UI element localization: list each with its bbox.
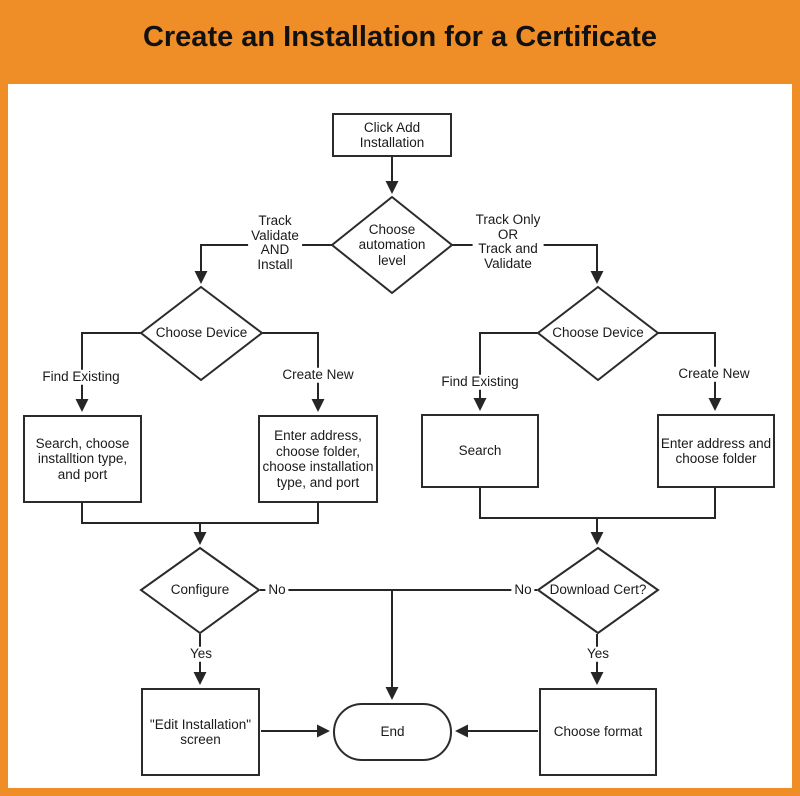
edge-device-left-find (75, 332, 142, 412)
edge-device-right-find (473, 332, 539, 411)
edge-label-yes-left: Yes (186, 646, 216, 662)
node-download-cert-label: Download Cert? (549, 582, 647, 598)
node-enter-address-folder: Enter address and choose folder (657, 414, 775, 488)
edge-label-yes-right: Yes (583, 646, 613, 662)
edge-label-find-existing-right: Find Existing (438, 374, 522, 390)
diamond-choose-automation-level (330, 195, 454, 295)
diamond-download-cert (536, 546, 660, 635)
edge-device-right-create (657, 332, 722, 411)
edge-label-create-new-left: Create New (279, 367, 357, 383)
edge-right-merge (479, 488, 716, 519)
node-choose-device-right-label: Choose Device (552, 325, 644, 341)
edge-label-find-existing-left: Find Existing (39, 369, 123, 385)
edge-label-create-new-right: Create New (675, 366, 753, 382)
edge-left-merge (81, 503, 319, 524)
node-configure-label: Configure (170, 582, 230, 598)
page-title: Create an Installation for a Certificate (142, 21, 658, 53)
edge-label-track-only-or-validate: Track Only OR Track and Validate (472, 212, 544, 271)
node-edit-installation-screen: "Edit Installation" screen (141, 688, 260, 776)
edge-label-no-left: No (265, 582, 289, 598)
node-search: Search (421, 414, 539, 488)
edge-label-no-right: No (511, 582, 535, 598)
node-end: End (333, 703, 452, 761)
edge-label-track-validate-install: Track Validate AND Install (248, 213, 302, 272)
diamond-choose-device-right (536, 285, 660, 382)
node-choose-automation-level-label: Choose automation level (358, 221, 426, 268)
edge-device-left-create (261, 332, 325, 412)
diamond-configure (139, 546, 261, 635)
node-enter-address-full: Enter address, choose folder, choose ins… (258, 415, 378, 503)
node-choose-format: Choose format (539, 688, 657, 776)
node-click-add-installation: Click Add Installation (332, 113, 452, 157)
diamond-choose-device-left (139, 285, 264, 382)
node-choose-device-left-label: Choose Device (155, 325, 248, 341)
node-search-choose-type-port: Search, choose installtion type, and por… (23, 415, 142, 503)
